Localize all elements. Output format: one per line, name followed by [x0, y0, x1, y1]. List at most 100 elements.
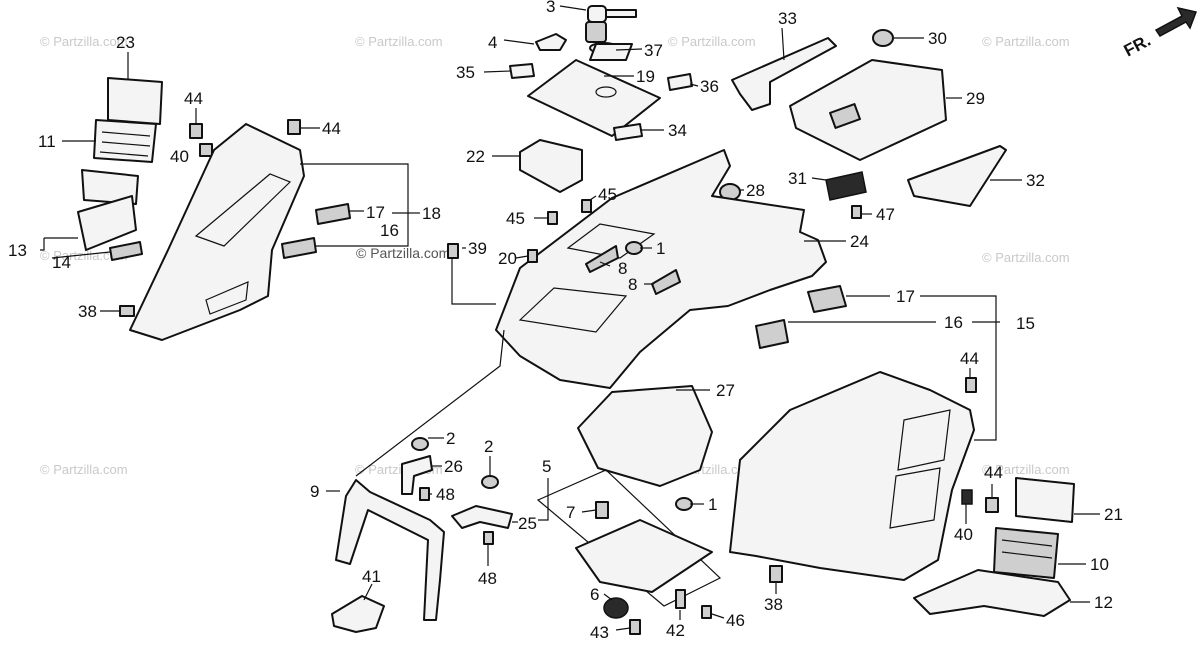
part-30-grommet	[872, 29, 894, 47]
callout-44: 44	[184, 89, 203, 108]
part-14-cap	[109, 241, 143, 261]
part-39-clip	[447, 243, 459, 259]
callout-44: 44	[322, 119, 341, 138]
part-48-screw	[419, 487, 430, 501]
callout-45: 45	[598, 185, 617, 204]
callout-18: 18	[422, 204, 441, 223]
callout-15: 15	[1016, 314, 1035, 333]
part-44-bolt	[985, 497, 999, 513]
callout-13: 13	[8, 241, 27, 260]
part-4-bracket	[535, 33, 567, 51]
part-17-clip	[315, 203, 351, 225]
callout-34: 34	[668, 121, 687, 140]
front-arrow-icon	[1154, 6, 1198, 37]
callout-31: 31	[788, 169, 807, 188]
callout-17: 17	[896, 287, 915, 306]
callout-2: 2	[484, 437, 493, 456]
part-42-bolt	[675, 589, 686, 609]
part-45-screw	[581, 199, 592, 213]
callout-6: 6	[590, 585, 599, 604]
callout-43: 43	[590, 623, 609, 642]
watermark: © Partzilla.com	[982, 34, 1070, 49]
callout-2: 2	[446, 429, 455, 448]
part-44-bolt	[287, 119, 301, 135]
part-10-vent	[993, 527, 1059, 579]
callout-48: 48	[436, 485, 455, 504]
part-40-nut	[961, 489, 973, 505]
callout-38: 38	[78, 302, 97, 321]
callout-8: 8	[618, 259, 627, 278]
callout-44: 44	[960, 349, 979, 368]
part-21-cover	[1015, 477, 1075, 523]
callout-33: 33	[778, 9, 797, 28]
part-17-clip	[807, 285, 847, 313]
part-48-screw	[483, 531, 494, 545]
callout-8: 8	[628, 275, 637, 294]
part-23-cover	[107, 77, 163, 125]
front-direction-label: FR.	[1121, 31, 1154, 61]
callout-1: 1	[708, 495, 717, 514]
callout-3: 3	[546, 0, 555, 16]
callout-9: 9	[310, 482, 319, 501]
part-26-bracket	[401, 455, 433, 495]
callout-45: 45	[506, 209, 525, 228]
callout-38: 38	[764, 595, 783, 614]
callout-35: 35	[456, 63, 475, 82]
part-31-switch	[825, 171, 867, 201]
callout-22: 22	[466, 147, 485, 166]
part-40-nut	[199, 143, 213, 157]
watermark: © Partzilla.com	[40, 462, 128, 477]
part-1-nut	[675, 497, 693, 511]
part-15-right-cover	[729, 371, 975, 581]
callout-24: 24	[850, 232, 869, 251]
callout-12: 12	[1094, 593, 1113, 612]
watermark: © Partzilla.com	[355, 34, 443, 49]
watermark: © Partzilla.com	[982, 462, 1070, 477]
part-34-pad	[613, 123, 643, 141]
part-5-tray	[575, 519, 713, 593]
part-12-duct	[913, 569, 1071, 617]
callout-26: 26	[444, 457, 463, 476]
part-16-clip	[755, 319, 789, 349]
callout-16: 16	[944, 313, 963, 332]
callout-40: 40	[954, 525, 973, 544]
watermark: © Partzilla.com	[668, 34, 756, 49]
callout-40: 40	[170, 147, 189, 166]
callout-21: 21	[1104, 505, 1123, 524]
callout-7: 7	[566, 503, 575, 522]
callout-30: 30	[928, 29, 947, 48]
callout-25: 25	[518, 514, 537, 533]
part-45-screw	[547, 211, 558, 225]
part-1-nut	[625, 241, 643, 255]
part-16-clip	[281, 237, 317, 259]
watermark: © Partzilla.com	[982, 250, 1070, 265]
part-6-grommet	[603, 597, 629, 619]
callout-14: 14	[52, 253, 71, 272]
front-direction-arrow: FR.	[1121, 6, 1198, 61]
callout-11: 11	[38, 132, 56, 151]
callout-48: 48	[478, 569, 497, 588]
part-20-screw	[527, 249, 538, 263]
callout-47: 47	[876, 205, 895, 224]
part-19-lid	[527, 59, 661, 137]
callout-17: 17	[366, 203, 385, 222]
part-32-bracket	[907, 145, 1007, 207]
callout-39: 39	[468, 239, 487, 258]
callout-4: 4	[488, 33, 497, 52]
watermark: © Partzilla.com	[40, 248, 128, 263]
callout-27: 27	[716, 381, 735, 400]
callout-19: 19	[636, 67, 655, 86]
part-27-box	[577, 385, 713, 487]
callout-23: 23	[116, 33, 135, 52]
callout-44: 44	[984, 463, 1003, 482]
part-47-screw	[851, 205, 862, 219]
callout-16: 16	[380, 221, 399, 240]
callout-36: 36	[700, 77, 719, 96]
part-7-clip	[595, 501, 609, 519]
callout-labels: 3 4 37 35 19 36 33 30 29 34 23 44 44 11 …	[8, 0, 1123, 642]
watermark: © Partzilla.com	[356, 245, 450, 261]
callout-41: 41	[362, 567, 381, 586]
callout-10: 10	[1090, 555, 1109, 574]
part-29-cover	[789, 59, 947, 161]
part-33-bracket	[731, 37, 837, 111]
